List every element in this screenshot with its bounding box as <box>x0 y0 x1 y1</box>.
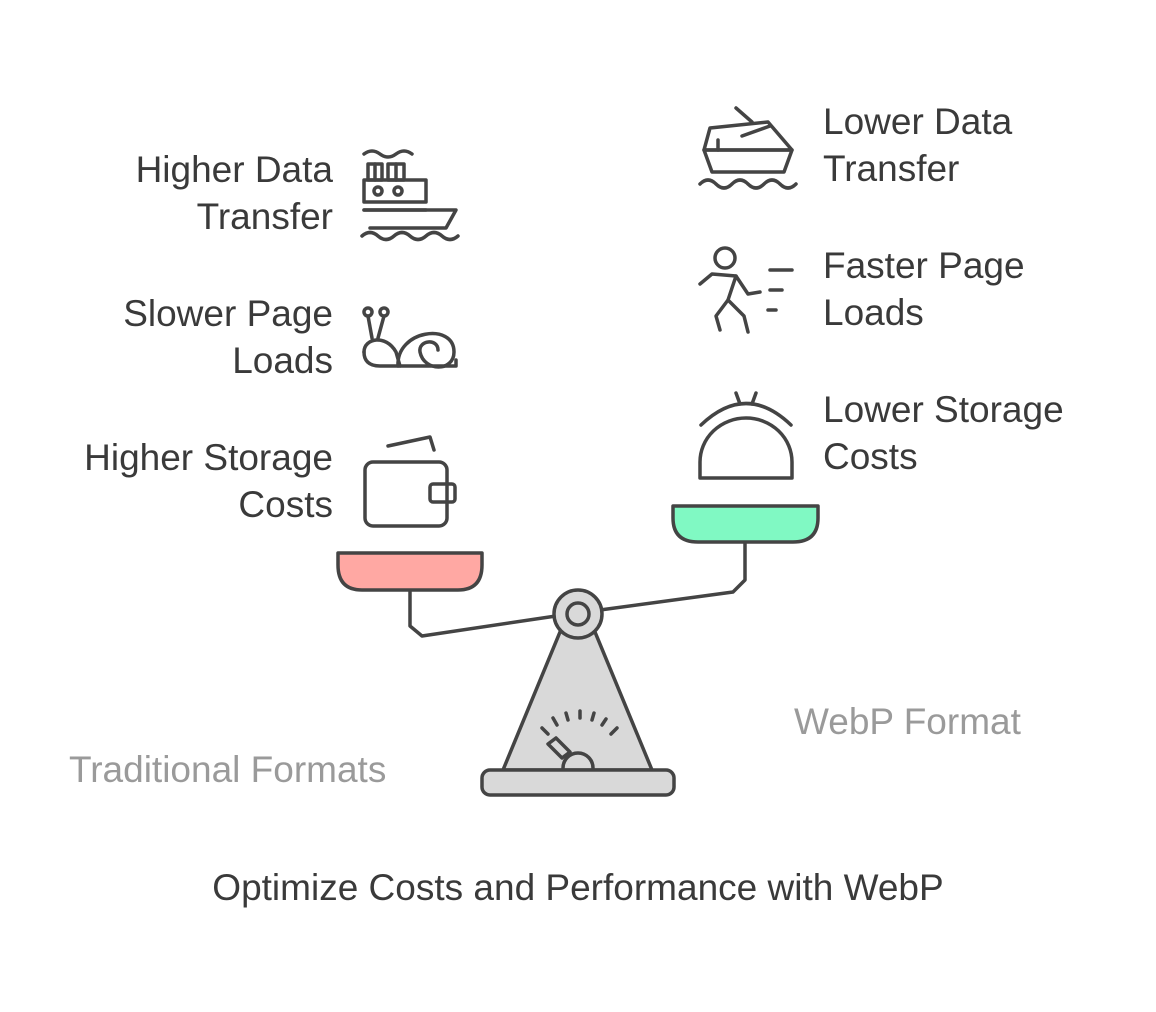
left-item-line1: Higher Data <box>135 149 333 190</box>
right-item-page-loads: Faster Page Loads <box>823 242 1123 336</box>
pivot-inner <box>565 601 591 627</box>
left-side-label: Traditional Formats <box>69 749 387 790</box>
left-item-line2: Costs <box>238 484 333 525</box>
left-item-page-loads: Slower Page Loads <box>40 290 333 384</box>
left-item-line2: Transfer <box>196 196 333 237</box>
right-pan <box>671 504 820 544</box>
right-item-line2: Transfer <box>823 148 960 189</box>
running-person-icon <box>698 246 794 334</box>
right-item-line1: Lower Data <box>823 101 1013 142</box>
gauge-icon <box>540 709 619 770</box>
wallet-icon <box>363 435 457 528</box>
right-item-line2: Costs <box>823 436 918 477</box>
right-item-line1: Lower Storage <box>823 389 1064 430</box>
left-pan <box>336 551 484 592</box>
diagram-title: Optimize Costs and Performance with WebP <box>212 867 944 908</box>
right-item-line2: Loads <box>823 292 924 333</box>
snail-icon <box>362 306 458 369</box>
right-item-line1: Faster Page <box>823 245 1025 286</box>
left-item-line1: Higher Storage <box>84 437 333 478</box>
left-item-line1: Slower Page <box>123 293 333 334</box>
ship-icon <box>360 149 460 242</box>
service-bell-icon <box>698 391 794 480</box>
right-side-label: WebP Format <box>794 701 1021 742</box>
scale-beam <box>408 588 558 638</box>
left-item-line2: Loads <box>232 340 333 381</box>
left-item-data-transfer: Higher Data Transfer <box>40 146 333 240</box>
scale-stand <box>501 630 654 772</box>
right-item-storage-costs: Lower Storage Costs <box>823 386 1123 480</box>
speedboat-icon <box>698 106 798 190</box>
right-item-data-transfer: Lower Data Transfer <box>823 98 1123 192</box>
scale-base <box>480 768 676 797</box>
scale-beam-right <box>598 538 747 612</box>
left-item-storage-costs: Higher Storage Costs <box>40 434 333 528</box>
